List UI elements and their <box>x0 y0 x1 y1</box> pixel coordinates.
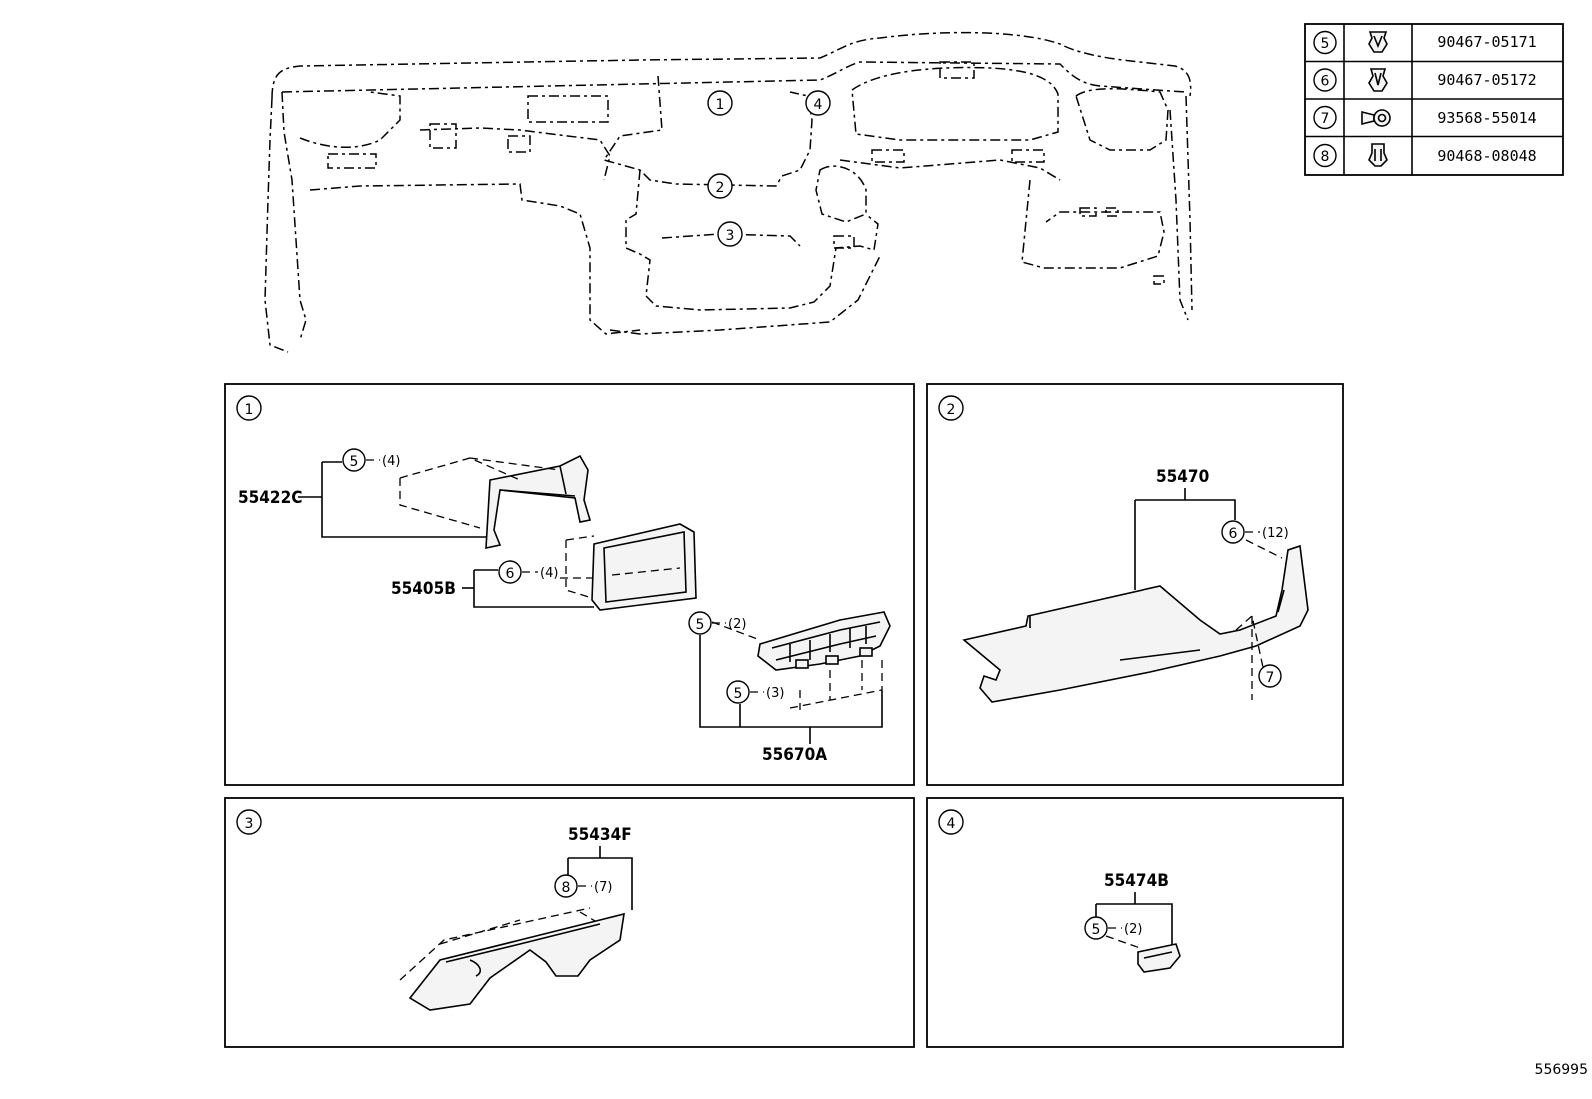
qty-label: (12) <box>1262 526 1289 541</box>
svg-text:4: 4 <box>814 97 823 113</box>
legend-part-number: 93568-55014 <box>1437 109 1536 127</box>
svg-text:1: 1 <box>716 97 725 113</box>
legend-row-7: 7 93568-55014 <box>1313 105 1537 130</box>
dashboard-overview: 1 2 3 4 <box>264 31 1193 353</box>
panel-number-circle <box>236 809 262 835</box>
svg-text:3: 3 <box>726 228 735 244</box>
legend-row-8: 8 90468-08048 <box>1313 143 1537 168</box>
panel-number-circle <box>938 809 964 835</box>
clip-icon <box>1368 31 1388 53</box>
clip-callout: 6 <box>506 566 515 582</box>
qty-label: (3) <box>766 686 784 701</box>
part-55422c-bracket <box>485 454 592 550</box>
panel-number: 4 <box>947 816 956 832</box>
clip-callout: 5 <box>350 454 359 470</box>
panel-4-frame <box>926 797 1344 1048</box>
part-label-55434f: 55434F <box>568 825 632 845</box>
part-55405b-display-bezel <box>591 523 697 611</box>
legend-part-number: 90468-08048 <box>1437 147 1536 165</box>
legend-num-circle <box>1313 30 1337 55</box>
part-label-55474b: 55474B <box>1104 871 1169 891</box>
clip-icon <box>1368 143 1388 167</box>
legend-part-number: 90467-05172 <box>1437 71 1536 89</box>
clip-callout: 8 <box>562 880 571 896</box>
overview-callout-2: 2 <box>707 173 733 199</box>
part-label-55405b: 55405B <box>391 579 456 599</box>
panel-4: 4 55474B 5 (2) <box>938 809 1181 973</box>
panel-1: 1 55422C 5 (4) 55405B 6 (4) <box>236 395 891 765</box>
part-label-55470: 55470 <box>1156 467 1209 487</box>
panel-number-circle <box>236 395 262 421</box>
legend-num: 6 <box>1321 74 1330 90</box>
legend-num: 7 <box>1321 111 1330 127</box>
panel-3: 3 55434F 8 (7) <box>236 809 633 1011</box>
panel-number: 1 <box>245 402 254 418</box>
part-label-55422c: 55422C <box>238 488 302 508</box>
legend-row-5: 5 90467-05171 <box>1313 30 1537 55</box>
qty-label: (4) <box>382 454 400 469</box>
part-55670a-center-vent <box>757 611 891 671</box>
qty-label: (2) <box>728 617 746 632</box>
image-code: 556995 <box>1535 1062 1588 1078</box>
clip-callout: 6 <box>1229 526 1238 542</box>
part-55474b-clip-trim <box>1137 943 1181 973</box>
overview-callout-4: 4 <box>805 90 831 116</box>
clip-callout: 5 <box>696 617 705 633</box>
panel-2-frame <box>926 383 1344 786</box>
panel-number-circle <box>938 395 964 421</box>
qty-label: (4) <box>540 566 558 581</box>
overview-callout-3: 3 <box>717 221 743 247</box>
panel-1-frame <box>224 383 915 786</box>
screw-icon <box>1361 109 1391 127</box>
qty-label: (2) <box>1124 922 1142 937</box>
overview-callout-1: 1 <box>707 90 733 116</box>
fastener-legend-table: 5 90467-05171 6 90467-05172 7 <box>1304 23 1564 176</box>
legend-num: 5 <box>1321 36 1330 52</box>
panel-number: 2 <box>947 402 956 418</box>
part-label-55670a: 55670A <box>762 745 827 765</box>
screw-callout: 7 <box>1266 670 1275 686</box>
panel-number: 3 <box>245 816 254 832</box>
part-55434f-trim <box>408 912 625 1011</box>
qty-label: (7) <box>594 880 612 895</box>
legend-num: 8 <box>1321 149 1330 165</box>
legend-row-6: 6 90467-05172 <box>1313 68 1537 92</box>
panel-2: 2 55470 6 (12) 7 <box>938 395 1309 703</box>
panel-3-frame <box>224 797 915 1048</box>
legend-part-number: 90467-05171 <box>1437 33 1536 51</box>
part-55470-panel <box>962 544 1309 703</box>
clip-callout: 5 <box>1092 922 1101 938</box>
clip-icon <box>1368 68 1388 92</box>
clip-callout: 5 <box>734 686 743 702</box>
svg-text:2: 2 <box>716 180 725 196</box>
